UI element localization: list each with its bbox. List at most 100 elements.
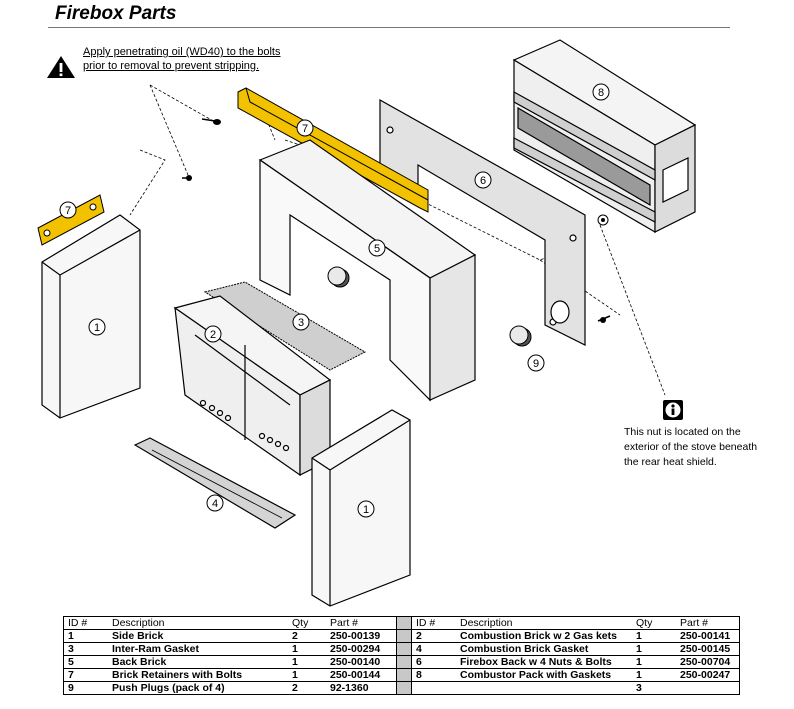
callout-2: 2 [204,325,222,343]
table-row: 7 Brick Retainers with Bolts 1 250-00144… [63,668,740,682]
table-spacer [396,642,412,656]
svg-text:5: 5 [374,243,380,255]
parts-table: ID # Description Qty Part # ID # Descrip… [63,616,740,695]
cell-qty: 1 [288,642,326,656]
side-brick-left [41,214,141,419]
cell-part: 92-1360 [326,681,397,695]
svg-text:2: 2 [210,329,216,341]
brick-retainer-long [237,87,429,213]
back-brick [258,139,477,402]
callout-1-right: 1 [357,500,375,518]
cell-id: 8 [411,668,456,682]
cell-id: 9 [63,681,108,695]
table-row: 3 Inter-Ram Gasket 1 250-00294 4 Combust… [63,642,740,656]
svg-text:1: 1 [94,322,100,334]
cell-part: 250-00141 [676,629,740,643]
cell-id: 3 [63,642,108,656]
combustion-brick [173,295,332,477]
brick-retainer-small [37,194,105,246]
cell-part: 250-00247 [676,668,740,682]
cell-id: 2 [411,629,456,643]
cell-qty: 3 [632,681,676,695]
cell-id: 7 [63,668,108,682]
push-plug-2 [509,325,532,347]
cell-description: Back Brick [108,655,288,669]
svg-text:1: 1 [363,504,369,516]
callout-3: 3 [292,313,310,331]
callout-8: 8 [592,83,610,101]
callout-7-top: 7 [296,119,314,137]
cell-part: 250-00145 [676,642,740,656]
cell-qty: 1 [288,655,326,669]
cell-part [676,681,740,695]
cell-description [456,681,632,695]
table-spacer [396,616,412,630]
svg-text:9: 9 [533,358,539,370]
svg-text:7: 7 [302,123,308,135]
push-plug-1 [327,266,350,288]
cell-part: 250-00294 [326,642,397,656]
cell-qty: 2 [288,629,326,643]
cell-description: Push Plugs (pack of 4) [108,681,288,695]
warning-icon [47,56,75,78]
cell-description: Firebox Back w 4 Nuts & Bolts [456,655,632,669]
callout-1-left: 1 [88,318,106,336]
svg-text:8: 8 [598,87,604,99]
cell-id: 5 [63,655,108,669]
cell-qty: 1 [632,655,676,669]
cell-qty: 1 [632,629,676,643]
callout-4: 4 [206,494,224,512]
callout-9: 9 [527,354,545,372]
table-row: 5 Back Brick 1 250-00140 6 Firebox Back … [63,655,740,669]
svg-text:4: 4 [212,498,218,510]
cell-part: 250-00140 [326,655,397,669]
header-part-2: Part # [676,616,740,630]
callout-6: 6 [474,171,492,189]
svg-text:3: 3 [298,317,304,329]
cell-id [411,681,456,695]
table-spacer [396,629,412,643]
header-qty: Qty [288,616,326,630]
table-spacer [396,655,412,669]
callout-5: 5 [368,239,386,257]
warning-note: Apply penetrating oil (WD40) to the bolt… [83,45,281,73]
bolt-right [597,315,611,323]
cell-description: Brick Retainers with Bolts [108,668,288,682]
cell-part: 250-00704 [676,655,740,669]
svg-text:7: 7 [65,205,71,217]
cell-id: 4 [411,642,456,656]
info-note: This nut is located on the exterior of t… [624,426,758,468]
header-description: Description [108,616,288,630]
cell-description: Combustor Pack with Gaskets [456,668,632,682]
bolt-mid [182,175,192,181]
page-title: Firebox Parts [55,3,177,24]
bolt-top [201,118,221,125]
warning-line-2: prior to removal to prevent stripping. [83,60,260,72]
cell-description: Combustion Brick Gasket [456,642,632,656]
info-icon [663,400,683,420]
table-spacer [396,668,412,682]
table-header-row: ID # Description Qty Part # ID # Descrip… [63,616,740,630]
header-qty-2: Qty [632,616,676,630]
header-id-2: ID # [411,616,456,630]
table-spacer [396,681,412,695]
table-row: 9 Push Plugs (pack of 4) 2 92-1360 3 [63,681,740,695]
cell-part: 250-00144 [326,668,397,682]
title-divider [48,27,730,28]
cell-part: 250-00139 [326,629,397,643]
cell-description: Inter-Ram Gasket [108,642,288,656]
header-id: ID # [63,616,108,630]
warning-line-1: Apply penetrating oil (WD40) to the bolt… [83,46,281,58]
cell-qty: 1 [632,668,676,682]
cell-description: Side Brick [108,629,288,643]
cell-qty: 1 [288,668,326,682]
header-description-2: Description [456,616,632,630]
header-part: Part # [326,616,397,630]
nut-right [597,214,609,226]
cell-qty: 1 [632,642,676,656]
exploded-parts-diagram: 1 1 2 3 4 5 6 7 7 8 9 [37,39,697,607]
callout-7-left: 7 [59,201,77,219]
inter-ram-gasket [203,281,367,371]
cell-id: 1 [63,629,108,643]
cell-description: Combustion Brick w 2 Gas kets [456,629,632,643]
